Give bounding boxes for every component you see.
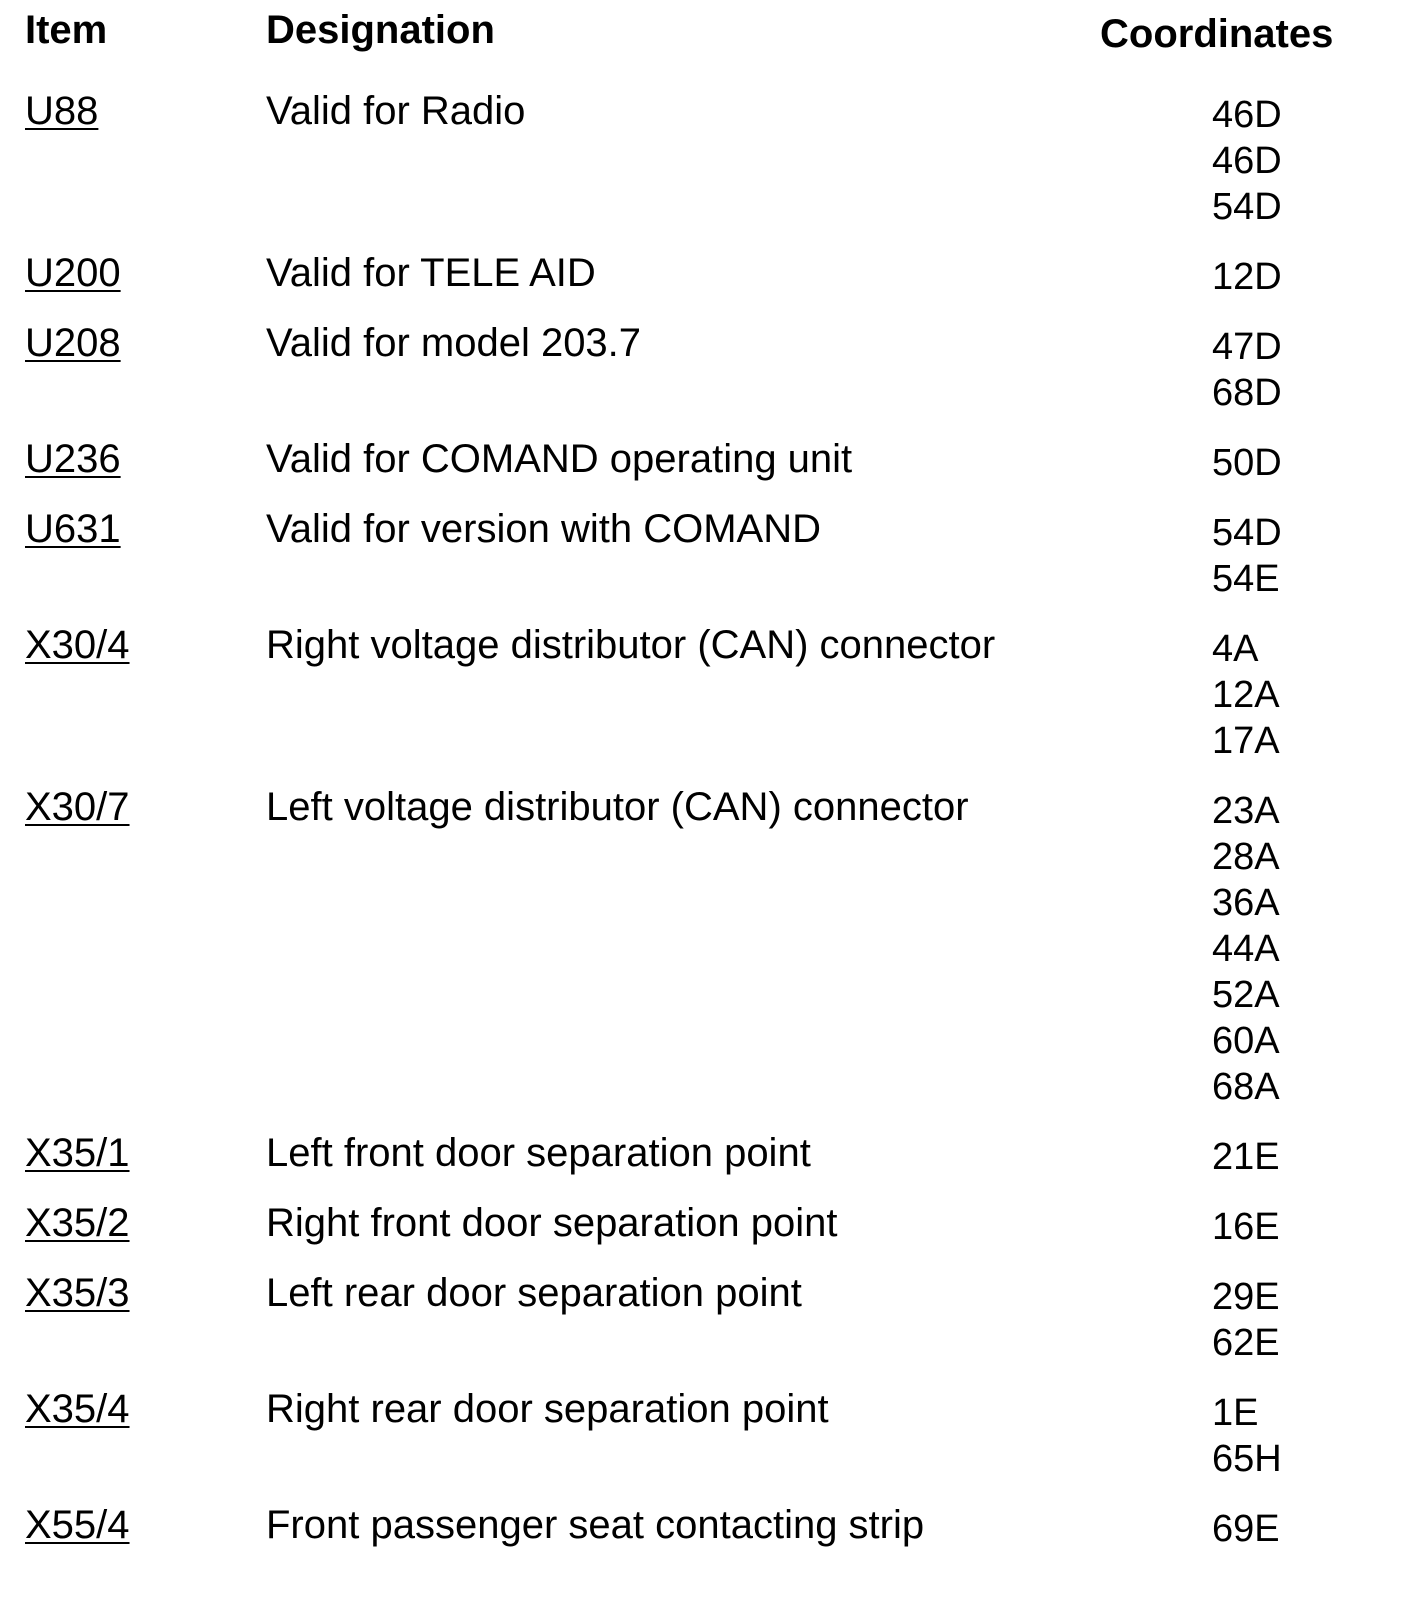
item-link[interactable]: X35/2 [25,1201,130,1245]
item-link[interactable]: U631 [25,507,121,551]
coordinate-value: 12A [1212,674,1280,716]
coordinate-value: 65H [1212,1438,1282,1480]
table-row: X55/4 Front passenger seat contacting str… [0,1502,1408,1552]
table-header: Item Designation Coordinates [0,8,1408,68]
coordinate-value: 68D [1212,372,1282,414]
item-link[interactable]: X35/4 [25,1387,130,1431]
coordinate-value: 21E [1212,1136,1280,1178]
coordinate-value: 28A [1212,836,1280,878]
coordinate-value: 52A [1212,974,1280,1016]
coordinate-value: 47D [1212,326,1282,368]
coordinate-value: 46D [1212,94,1282,136]
designation-text: Right front door separation point [266,1201,838,1245]
designation-text: Right rear door separation point [266,1387,829,1431]
coordinate-value: 54D [1212,186,1282,228]
designation-text: Valid for model 203.7 [266,321,642,365]
designation-text: Front passenger seat contacting strip [266,1503,925,1547]
coordinate-value: 62E [1212,1322,1280,1364]
header-designation: Designation [266,8,495,52]
coordinate-value: 69E [1212,1508,1280,1550]
item-link[interactable]: U88 [25,89,99,133]
coordinate-value: 46D [1212,140,1282,182]
table-row: U236 Valid for COMAND operating unit 50D [0,436,1408,486]
item-link[interactable]: X30/7 [25,785,130,829]
designation-text: Left voltage distributor (CAN) connector [266,785,969,829]
table-row: X30/4 Right voltage distributor (CAN) con… [0,622,1408,764]
item-link[interactable]: U236 [25,437,121,481]
coordinate-value: 17A [1212,720,1280,762]
header-coordinates: Coordinates [1100,12,1334,56]
coordinate-value: 54E [1212,558,1280,600]
coordinate-value: 36A [1212,882,1280,924]
coordinate-value: 4A [1212,628,1259,670]
coordinate-value: 29E [1212,1276,1280,1318]
item-link[interactable]: X35/3 [25,1271,130,1315]
coordinates-list: 16E [1212,1200,1408,1250]
coordinate-value: 50D [1212,442,1282,484]
item-link[interactable]: U200 [25,251,121,295]
designation-text: Valid for Radio [266,89,526,133]
table-row: X30/7 Left voltage distributor (CAN) conn… [0,784,1408,1110]
table-row: X35/2 Right front door separation point 16… [0,1200,1408,1250]
item-link[interactable]: X30/4 [25,623,130,667]
designation-text: Valid for version with COMAND [266,507,821,551]
item-link[interactable]: U208 [25,321,121,365]
coordinates-list: 69E [1212,1502,1408,1552]
coordinate-value: 1E [1212,1392,1259,1434]
coordinate-value: 54D [1212,512,1282,554]
coordinate-value: 12D [1212,256,1282,298]
coordinate-value: 44A [1212,928,1280,970]
coordinate-value: 16E [1212,1206,1280,1248]
coordinates-list: 21E [1212,1130,1408,1180]
table-row: U200 Valid for TELE AID 12D [0,250,1408,300]
coordinate-value: 68A [1212,1066,1280,1108]
coordinate-value: 60A [1212,1020,1280,1062]
header-item: Item [25,8,108,52]
table-row: X35/1 Left front door separation point 21E [0,1130,1408,1180]
designation-text: Right voltage distributor (CAN) connecto… [266,623,996,667]
coordinates-list: 12D [1212,250,1408,300]
item-link[interactable]: X55/4 [25,1503,130,1547]
designation-text: Left rear door separation point [266,1271,802,1315]
designation-text: Left front door separation point [266,1131,811,1175]
item-link[interactable]: X35/1 [25,1131,130,1175]
designation-text: Valid for COMAND operating unit [266,437,853,481]
designation-text: Valid for TELE AID [266,251,596,295]
coordinates-list: 50D [1212,436,1408,486]
coordinate-value: 23A [1212,790,1280,832]
